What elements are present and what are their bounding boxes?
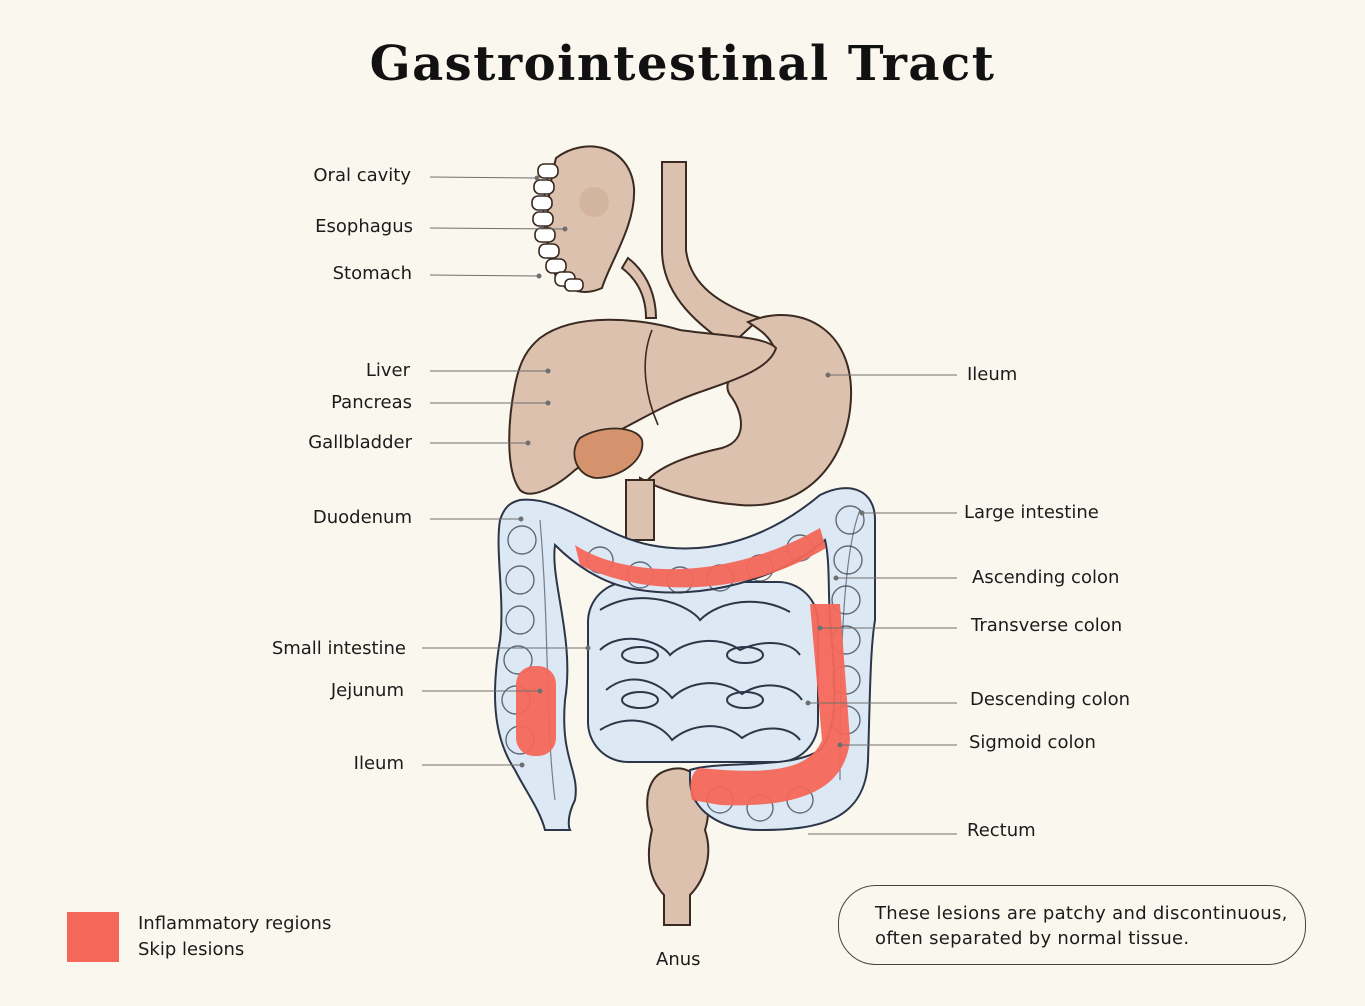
pharynx — [620, 256, 658, 319]
label-ileum-right: Ileum — [967, 364, 1018, 385]
label-oral-cavity: Oral cavity — [313, 165, 411, 186]
teeth — [531, 163, 584, 292]
label-jejunum: Jejunum — [330, 680, 404, 701]
label-esophagus: Esophagus — [315, 216, 413, 237]
label-ascending-colon: Ascending colon — [972, 567, 1120, 588]
label-anus: Anus — [656, 949, 701, 970]
label-duodenum: Duodenum — [312, 507, 412, 528]
page-title: Gastrointestinal Tract — [369, 36, 996, 92]
label-ileum-left: Ileum — [353, 753, 404, 774]
label-rectum: Rectum — [967, 820, 1036, 841]
legend-swatch — [67, 912, 119, 962]
note-line-2: often separated by normal tissue. — [875, 928, 1190, 949]
label-sigmoid-colon: Sigmoid colon — [969, 732, 1096, 753]
label-small-intestine: Small intestine — [271, 638, 406, 659]
note-box: These lesions are patchy and discontinuo… — [838, 885, 1306, 965]
gallbladder-shape — [573, 427, 644, 479]
legend-line-1: Inflammatory regions — [138, 913, 332, 934]
esophagus-shape — [661, 161, 762, 348]
label-gallbladder: Gallbladder — [308, 432, 412, 453]
legend: Inflammatory regions Skip lesions — [138, 911, 331, 963]
label-pancreas: Pancreas — [331, 392, 412, 413]
note-line-1: These lesions are patchy and discontinuo… — [875, 903, 1288, 924]
label-stomach: Stomach — [332, 263, 412, 284]
leader-lines — [422, 175, 957, 835]
colon-shape — [494, 487, 876, 832]
skip-lesions — [516, 528, 850, 806]
label-liver: Liver — [365, 360, 410, 381]
legend-line-2: Skip lesions — [138, 939, 245, 960]
label-descending-colon: Descending colon — [970, 689, 1131, 710]
label-transverse-colon: Transverse colon — [971, 615, 1123, 636]
label-large-intestine: Large intestine — [964, 502, 1099, 523]
duodenum-shape — [625, 479, 655, 541]
